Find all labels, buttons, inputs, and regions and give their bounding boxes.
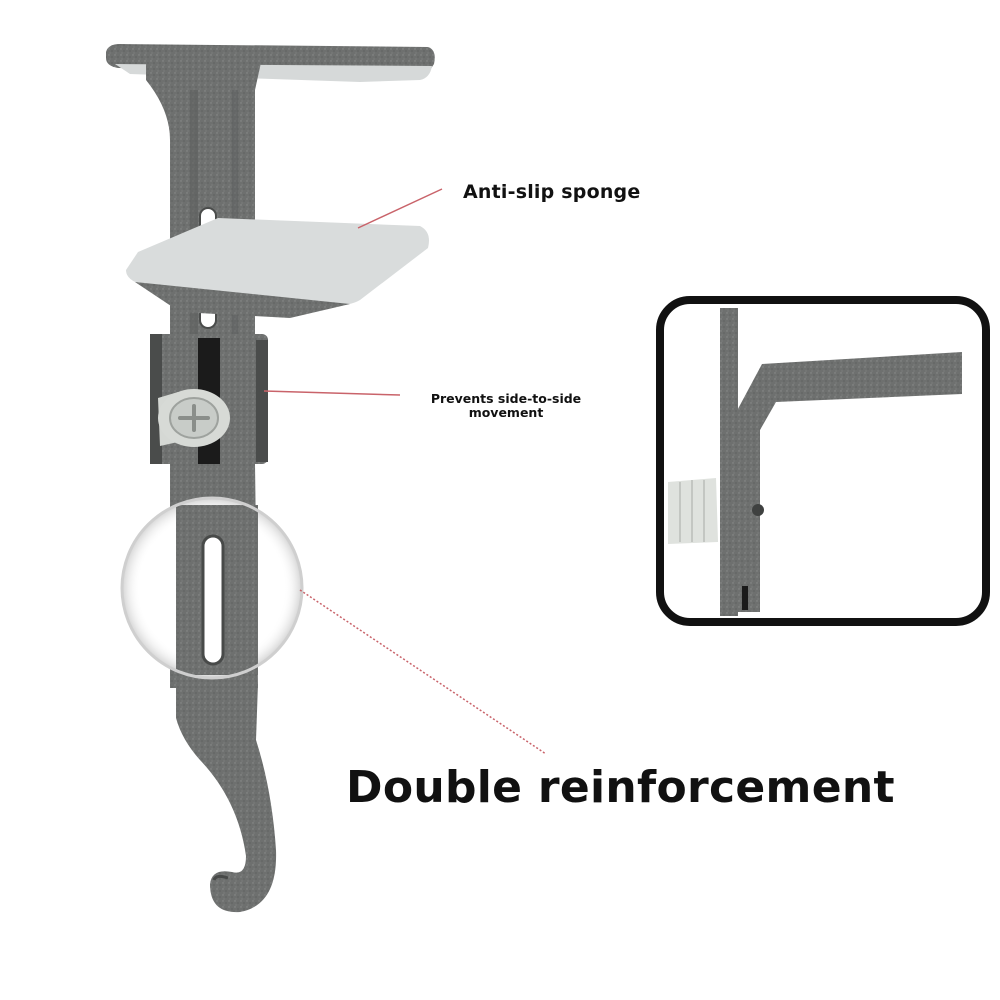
detail-inset: [656, 296, 990, 626]
magnifier-lens: [120, 496, 304, 680]
lower-clamp-jaw: [126, 218, 429, 318]
phillips-screw-knob-icon: [158, 389, 230, 447]
double-reinforcement-label: Double reinforcement: [346, 762, 895, 813]
side-movement-label: Prevents side-to-side movement: [430, 391, 582, 420]
anti-slip-sponge-label: Anti-slip sponge: [463, 181, 641, 203]
bottom-hook: [176, 684, 277, 913]
leader-lines: [263, 188, 547, 755]
